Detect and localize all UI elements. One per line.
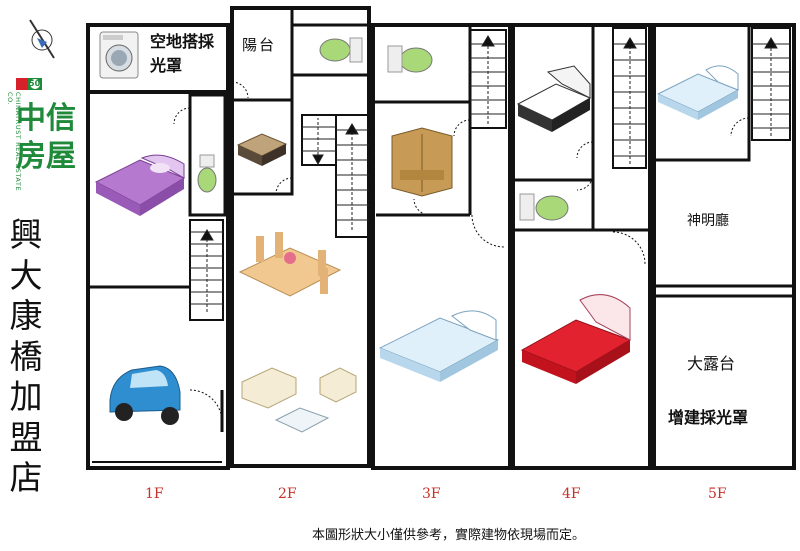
toilet-icon [519,193,569,221]
shrine-room-label: 神明廳 [687,213,729,229]
sofa-icon [241,367,357,433]
brand-name-en: CHINATRUST REAL ESTATE CO. [6,92,22,192]
store-name-char: 康 [9,296,43,335]
wardrobe-icon [391,127,453,197]
skylight-note-5f: 增建採光罩 [668,408,749,427]
floor-label-2f: 2F [278,486,297,502]
floor-5f [652,23,796,470]
floor-2f [230,6,371,468]
floor-label-4f: 4F [562,486,581,502]
store-name-char: 大 [9,255,43,295]
floor-4f [511,23,652,470]
bed-black-white-icon [516,65,592,132]
toilet-icon [319,37,363,63]
store-name-char: 盟 [9,417,43,457]
disclaimer-note: 本圖形狀大小僅供參考，實際建物依現場而定。 [312,528,586,543]
brand-badge: 50 [29,79,41,88]
floor-label-3f: 3F [422,486,441,502]
bed-blue-icon [656,65,740,120]
store-name-char: 橋 [9,336,43,376]
toilet-icon [197,154,217,193]
bed-red-icon [520,294,632,384]
store-name-char: 加 [9,377,43,416]
toilet-icon [387,45,433,73]
bed-blue-icon [378,310,500,382]
washing-machine-icon [99,31,139,79]
terrace-label: 大露台 [687,354,736,373]
store-name-char: 店 [9,458,43,497]
car-icon [109,365,181,425]
brand-name: 中信房屋 [16,101,76,174]
kitchen-counter-icon [236,133,288,166]
floor-label-1f: 1F [145,486,164,502]
compass-icon [29,19,55,59]
floor-label-5f: 5F [708,486,727,502]
store-name-char: 興 [9,215,43,254]
balcony-label: 陽台 [242,36,277,54]
skylight-note-1f: 空地搭採光罩 [150,32,215,75]
dining-table-icon [238,232,342,297]
store-name: 興 大 康 橋 加 盟 店 [6,215,46,499]
floor-1f [86,23,230,470]
floor-3f [371,23,512,470]
bed-purple-icon [94,154,186,216]
brand-logo-icon [16,78,42,90]
